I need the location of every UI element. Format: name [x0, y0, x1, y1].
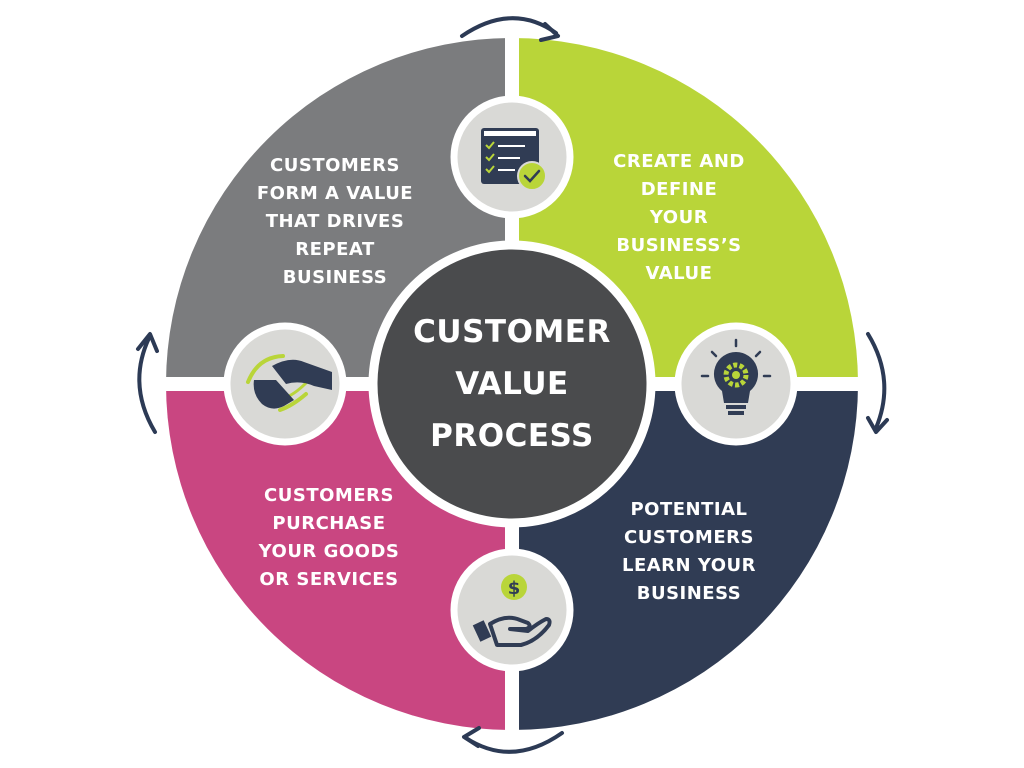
- quadrant-text-bottom-left: CUSTOMERS PURCHASE YOUR GOODS OR SERVICE…: [258, 485, 400, 590]
- arrow-left-icon: [136, 332, 159, 434]
- quadrant-text-top-left: CUSTOMERS FORM A VALUE THAT DRIVES REPEA…: [256, 155, 414, 288]
- quadrant-text-bottom-right: POTENTIAL CUSTOMERS LEARN YOUR BUSINESS: [621, 499, 757, 604]
- coin-symbol: $: [508, 578, 521, 599]
- lightbulb-gear-icon: [674, 322, 798, 446]
- center-circle: [368, 240, 656, 528]
- handshake-icon: [223, 322, 347, 446]
- arrow-right-icon: [866, 332, 889, 434]
- center-title: CUSTOMER VALUE PROCESS: [413, 314, 611, 454]
- arrow-bottom-icon: [462, 726, 564, 754]
- hand-coin-icon: $: [450, 548, 574, 672]
- arrow-top-icon: [460, 16, 560, 42]
- quadrant-text-top-right: CREATE AND DEFINE YOUR BUSINESS’S VALUE: [613, 151, 745, 284]
- checklist-icon: [450, 95, 574, 219]
